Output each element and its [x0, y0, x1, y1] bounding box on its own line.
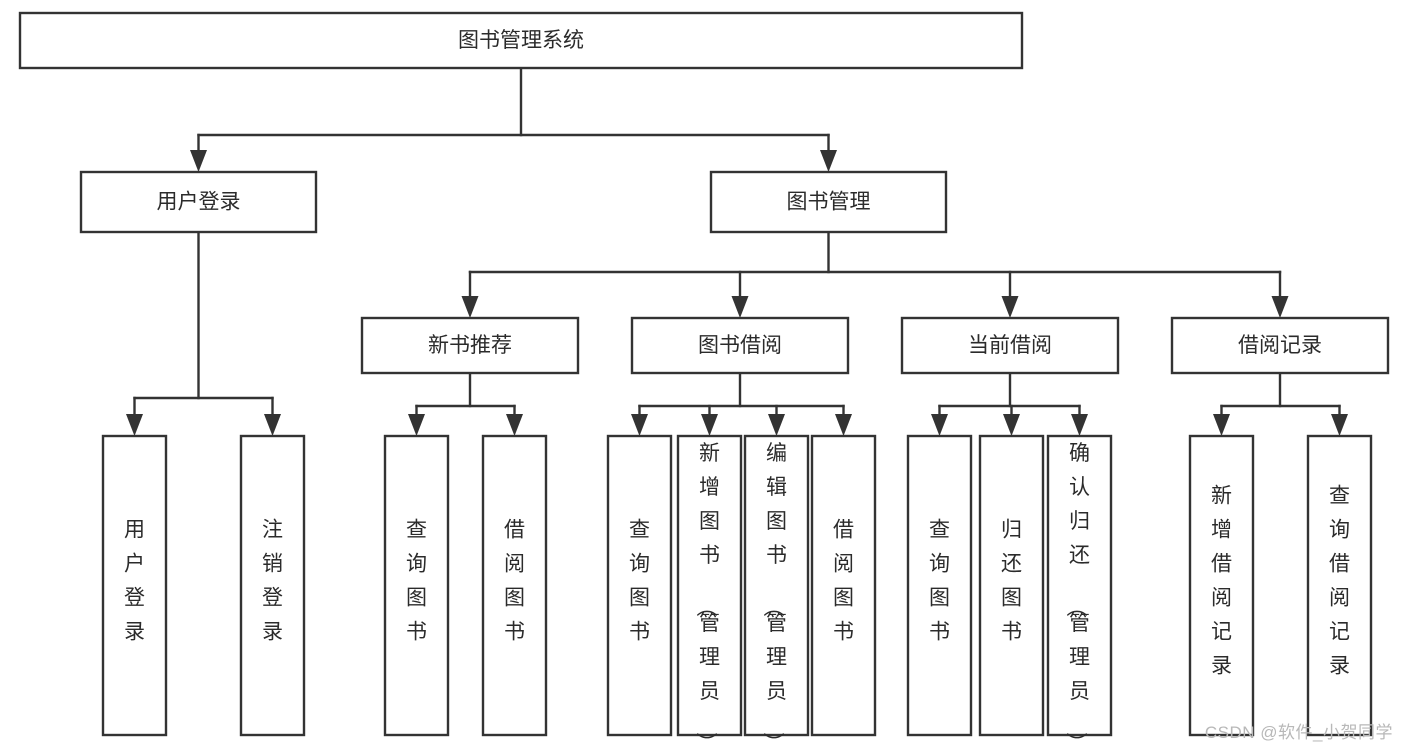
node-box [79, 170, 318, 234]
node-label: 用户登录 [124, 519, 145, 644]
arrow-head-icon [701, 414, 718, 436]
node-leaf-query-borrow-record[interactable]: 查询借阅记录 [1306, 434, 1373, 737]
arrow-head-icon [264, 414, 281, 436]
arrow-head-icon [768, 414, 785, 436]
arrow-head-icon [1003, 414, 1020, 436]
node-leaf-user-logout[interactable]: 注销登录 [239, 434, 306, 737]
arrow-head-icon [931, 414, 948, 436]
node-new-book-recommend[interactable]: 新书推荐 [360, 316, 580, 375]
node-book-borrow[interactable]: 图书借阅 [630, 316, 850, 375]
node-leaf-borrow-book[interactable]: 借阅图书 [810, 434, 877, 737]
node-leaf-add-borrow-record[interactable]: 新增借阅记录 [1188, 434, 1255, 737]
node-label: 借阅记录 [1238, 334, 1322, 357]
node-label: 图书管理系统 [458, 29, 584, 52]
arrow-head-icon [835, 414, 852, 436]
node-label: 查询图书 [929, 519, 950, 644]
node-box [101, 434, 168, 737]
arrow-head-icon [631, 414, 648, 436]
node-box [900, 316, 1120, 375]
edge-layer [126, 66, 1348, 436]
node-label: 查询图书 [406, 519, 427, 644]
node-label: 借阅图书 [833, 519, 854, 644]
arrow-head-icon [1331, 414, 1348, 436]
node-box [743, 434, 810, 737]
node-box [1046, 434, 1113, 737]
node-box [676, 434, 743, 737]
node-label: 编辑图书（管理员） [761, 442, 787, 747]
node-label: 注销登录 [262, 519, 283, 644]
arrow-head-icon [461, 296, 479, 318]
node-box [630, 316, 850, 375]
arrow-head-icon [820, 150, 837, 172]
node-label: 查询图书 [629, 519, 650, 644]
node-box [1188, 434, 1255, 737]
node-box [1306, 434, 1373, 737]
node-layer: 图书管理系统用户登录图书管理新书推荐图书借阅当前借阅借阅记录用户登录注销登录查询… [18, 11, 1390, 747]
arrow-head-icon [506, 414, 523, 436]
node-box [481, 434, 548, 737]
node-box [1170, 316, 1390, 375]
arrow-head-icon [126, 414, 143, 436]
node-box [606, 434, 673, 737]
node-box [360, 316, 580, 375]
node-label: 新增借阅记录 [1211, 485, 1232, 678]
node-label: 新书推荐 [428, 334, 512, 357]
node-box [18, 11, 1024, 70]
node-leaf-edit-book[interactable]: 编辑图书（管理员） [743, 434, 810, 747]
node-leaf-borrow-book-recommend[interactable]: 借阅图书 [481, 434, 548, 737]
node-label: 确认归还（管理员） [1064, 442, 1090, 747]
arrow-head-icon [731, 296, 749, 318]
node-label: 借阅图书 [504, 519, 525, 644]
node-leaf-query-book-current[interactable]: 查询图书 [906, 434, 973, 737]
node-box [239, 434, 306, 737]
arrow-head-icon [408, 414, 425, 436]
node-label: 图书管理 [787, 191, 871, 214]
node-box [709, 170, 948, 234]
arrow-head-icon [1071, 414, 1088, 436]
node-label: 新增图书（管理员） [694, 442, 720, 747]
node-leaf-user-login[interactable]: 用户登录 [101, 434, 168, 737]
node-borrow-record[interactable]: 借阅记录 [1170, 316, 1390, 375]
node-box [978, 434, 1045, 737]
node-current-borrow[interactable]: 当前借阅 [900, 316, 1120, 375]
node-label: 用户登录 [157, 191, 241, 214]
node-leaf-add-book[interactable]: 新增图书（管理员） [676, 434, 743, 747]
node-box [906, 434, 973, 737]
node-root[interactable]: 图书管理系统 [18, 11, 1024, 70]
node-label: 查询借阅记录 [1329, 485, 1350, 678]
node-user-login[interactable]: 用户登录 [79, 170, 318, 234]
node-book-manage[interactable]: 图书管理 [709, 170, 948, 234]
node-leaf-confirm-return[interactable]: 确认归还（管理员） [1046, 434, 1113, 747]
csdn-watermark: CSDN @软件_小贺同学 [1204, 723, 1393, 742]
arrow-head-icon [1271, 296, 1289, 318]
node-leaf-query-book-borrow[interactable]: 查询图书 [606, 434, 673, 737]
arrow-head-icon [190, 150, 207, 172]
arrow-head-icon [1213, 414, 1230, 436]
node-box [810, 434, 877, 737]
node-leaf-return-book[interactable]: 归还图书 [978, 434, 1045, 737]
node-label: 图书借阅 [698, 334, 782, 357]
arrow-head-icon [1001, 296, 1019, 318]
node-label: 归还图书 [1001, 519, 1022, 644]
node-leaf-query-book-recommend[interactable]: 查询图书 [383, 434, 450, 737]
node-box [383, 434, 450, 737]
node-label: 当前借阅 [968, 334, 1052, 357]
